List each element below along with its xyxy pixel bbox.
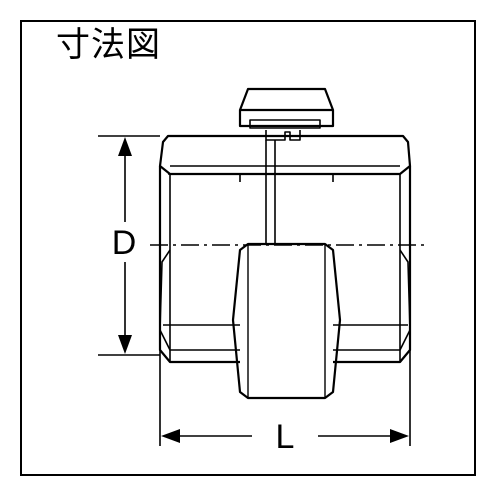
dimension-l bbox=[159, 350, 411, 446]
left-hex-face bbox=[159, 249, 240, 351]
right-hex-face bbox=[333, 249, 411, 351]
l-label: L bbox=[276, 418, 295, 456]
top-cap-slot bbox=[249, 119, 321, 129]
upper-body bbox=[158, 134, 412, 176]
d-arrow-bottom bbox=[118, 335, 132, 354]
l-arrow-right bbox=[390, 429, 409, 443]
right-side-body bbox=[333, 166, 412, 364]
center-hex-nut bbox=[231, 242, 342, 400]
left-side-body bbox=[158, 166, 240, 364]
l-arrow-left bbox=[161, 429, 180, 443]
d-label: D bbox=[112, 224, 137, 262]
upper-body-bevel-left bbox=[168, 173, 241, 182]
inner-connector bbox=[265, 130, 301, 141]
fitting-outline bbox=[158, 87, 412, 400]
diagram-title: 寸法図 bbox=[56, 25, 161, 65]
dimension-d bbox=[98, 135, 160, 356]
upper-body-bevel-right bbox=[332, 173, 400, 182]
d-arrow-top bbox=[118, 137, 132, 156]
